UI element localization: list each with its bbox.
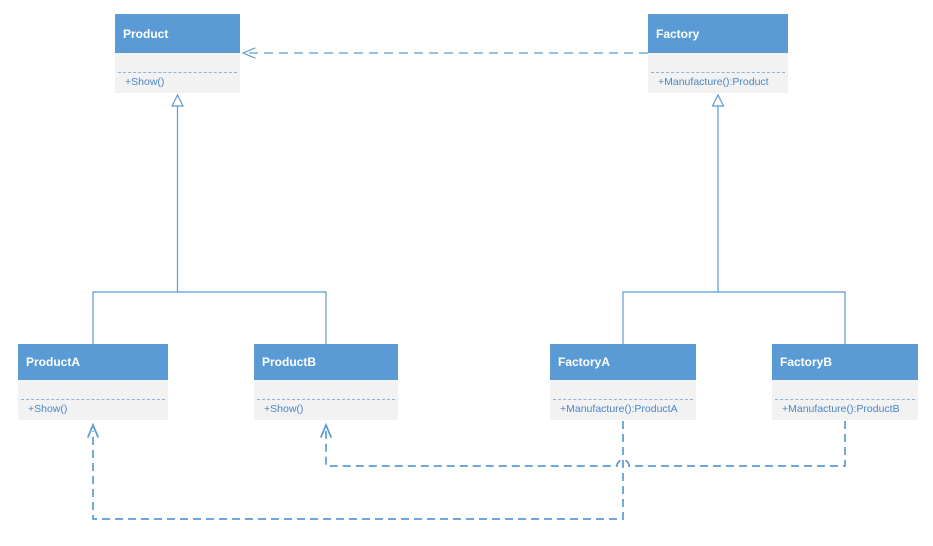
compartment-divider [553,399,693,400]
open-arrow-icon [320,422,332,438]
class-factoryb-operation: +Manufacture():ProductB [782,403,900,415]
class-productb-title: ProductB [254,344,398,380]
compartment-divider [775,399,915,400]
compartment-divider [118,72,237,73]
attributes-compartment [115,53,240,72]
class-factoryb[interactable]: FactoryB +Manufacture():ProductB [772,344,918,420]
class-product-title: Product [115,14,240,53]
attributes-compartment [254,380,398,399]
compartment-divider [651,72,785,73]
compartment-divider [257,399,395,400]
class-factorya-body: +Manufacture():ProductA [550,380,696,420]
open-arrow-icon [241,47,256,59]
dependency-factory-to-product[interactable] [241,47,648,59]
class-productb-operation: +Show() [264,403,304,415]
hollow-triangle-arrow-icon [711,93,725,107]
generalization-product-tree[interactable] [92,93,327,344]
class-factory-body: +Manufacture():Product [648,53,788,93]
dependency-factorya-to-producta[interactable] [87,421,624,520]
class-product-body: +Show() [115,53,240,93]
hollow-triangle-arrow-icon [171,93,184,107]
dependency-factoryb-to-productb[interactable] [320,421,846,467]
class-producta[interactable]: ProductA +Show() [18,344,168,420]
class-productb-body: +Show() [254,380,398,420]
class-factory-operation: +Manufacture():Product [658,76,769,88]
class-product[interactable]: Product +Show() [115,14,240,93]
class-factory[interactable]: Factory +Manufacture():Product [648,14,788,93]
attributes-compartment [18,380,168,399]
compartment-divider [21,399,165,400]
class-producta-title: ProductA [18,344,168,380]
class-factoryb-body: +Manufacture():ProductB [772,380,918,420]
class-producta-body: +Show() [18,380,168,420]
generalization-factory-tree[interactable] [622,93,846,344]
attributes-compartment [648,53,788,72]
class-factoryb-title: FactoryB [772,344,918,380]
class-productb[interactable]: ProductB +Show() [254,344,398,420]
attributes-compartment [772,380,918,399]
class-factorya-operation: +Manufacture():ProductA [560,403,678,415]
class-factory-title: Factory [648,14,788,53]
attributes-compartment [550,380,696,399]
open-arrow-icon [87,422,99,438]
class-producta-operation: +Show() [28,403,68,415]
class-factorya[interactable]: FactoryA +Manufacture():ProductA [550,344,696,420]
class-product-operation: +Show() [125,76,165,88]
class-factorya-title: FactoryA [550,344,696,380]
